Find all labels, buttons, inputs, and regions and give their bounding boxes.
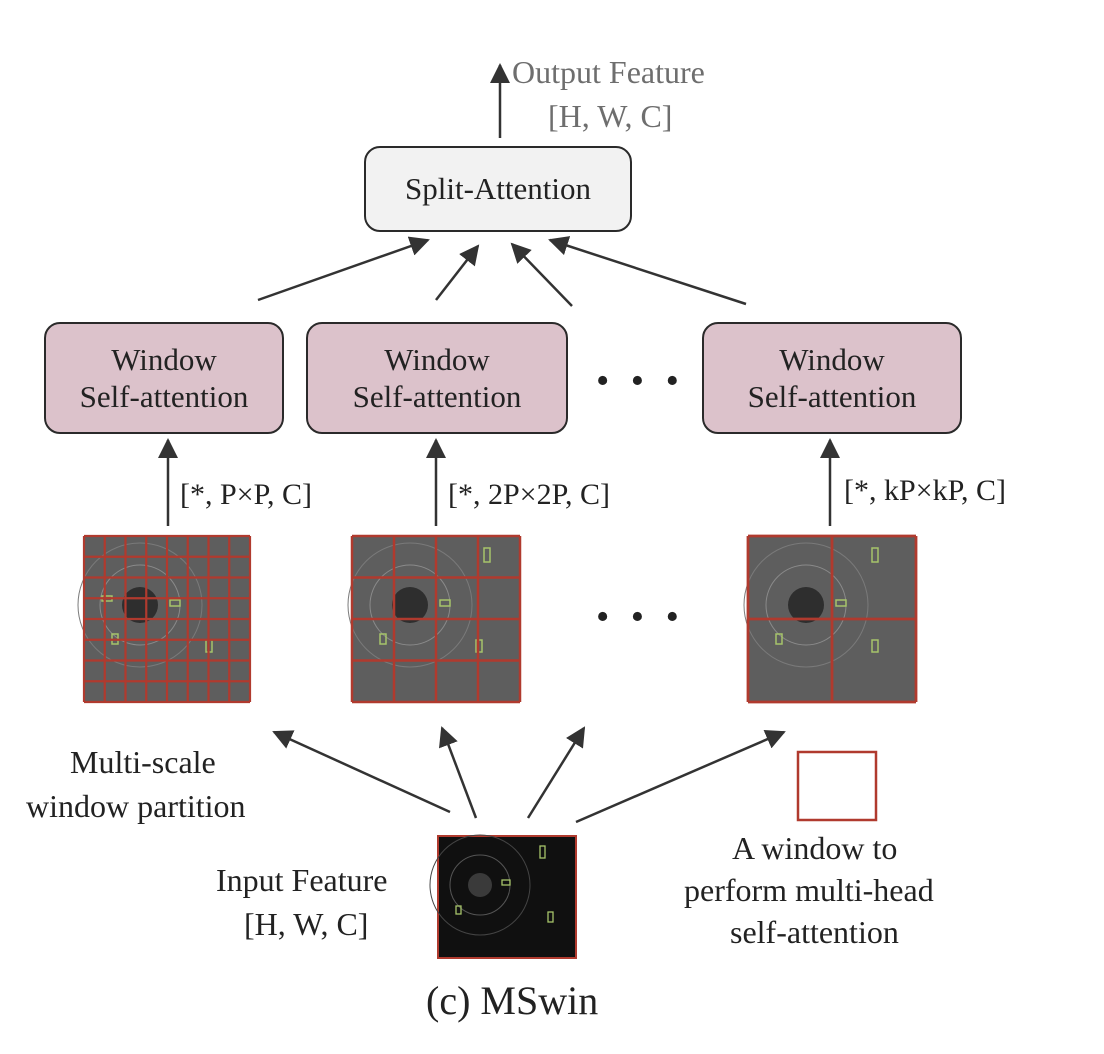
legend-line3: self-attention [730,914,899,950]
partition-label-line2: window partition [26,788,246,824]
window-attention-1-line2: Self-attention [79,379,249,414]
window-attention-2-line2: Self-attention [352,379,522,414]
feature-map-p [77,534,252,704]
arrow-input-to-map2b [526,726,586,819]
window-attention-block-2: Window Self-attention [306,322,568,434]
split-attention-block: Split-Attention [364,146,632,232]
arrow-input-to-map2a [439,726,478,819]
split-attention-label: Split-Attention [405,171,591,207]
shape-label-2p: [*, 2P×2P, C] [448,478,610,511]
arrow-window2b-to-split [510,242,573,307]
ellipsis-top: • • • [596,360,685,402]
ellipsis-middle: • • • [596,596,685,638]
arrow-window3-to-split [548,236,747,306]
legend-line2: perform multi-head [684,872,934,908]
arrow-window2a-to-split [435,244,480,301]
window-attention-2-line1: Window [384,341,490,377]
arrow-input-to-map1 [272,730,451,814]
input-feature-title: Input Feature [216,862,388,898]
output-feature-title: Output Feature [512,54,705,90]
window-attention-3-line1: Window [779,341,885,377]
window-attention-block-1: Window Self-attention [44,322,284,434]
window-attention-block-3: Window Self-attention [702,322,962,434]
legend-window-square [796,750,878,822]
output-feature-shape: [H, W, C] [548,98,673,134]
input-feature-shape: [H, W, C] [244,906,369,942]
shape-label-kp: [*, kP×kP, C] [844,474,1006,507]
legend-line1: A window to [732,830,898,866]
shape-label-p: [*, P×P, C] [180,478,312,511]
figure-caption: (c) MSwin [426,978,599,1023]
arrow-input-to-map3 [575,729,786,824]
feature-map-kp [743,534,918,704]
arrow-window1-to-split [257,236,430,302]
feature-map-2p [347,534,522,704]
window-attention-3-line2: Self-attention [747,379,917,414]
window-attention-1-line1: Window [111,341,217,377]
partition-label-line1: Multi-scale [70,744,216,780]
input-feature-map [429,834,577,959]
